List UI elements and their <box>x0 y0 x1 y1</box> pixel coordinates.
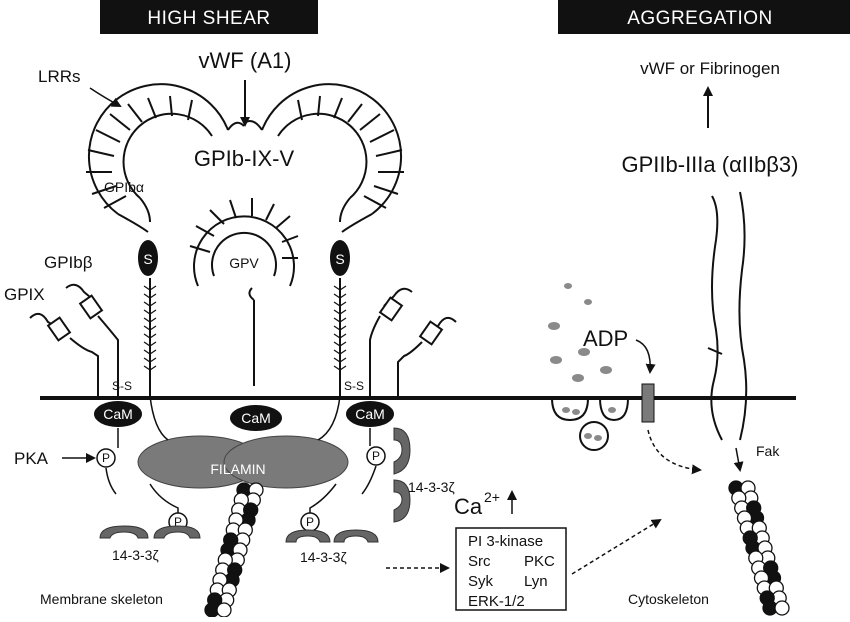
phospho-lower-right: P <box>300 512 320 532</box>
vwf-a1-label: vWF (A1) <box>199 48 292 73</box>
adp-label: ADP <box>583 326 628 351</box>
protein-1433-mid-label: 14-3-3ζ <box>300 549 347 565</box>
svg-text:Src: Src <box>468 553 491 570</box>
svg-text:ERK-1/2: ERK-1/2 <box>468 593 525 610</box>
svg-text:HIGH SHEAR: HIGH SHEAR <box>147 8 270 29</box>
phospho-right: P <box>366 446 386 466</box>
header-high-shear: HIGH SHEAR <box>100 0 318 34</box>
lrrs-arrow <box>89 87 122 107</box>
svg-text:P: P <box>102 451 110 465</box>
fak-label: Fak <box>756 443 780 459</box>
svg-text:CaM: CaM <box>241 410 271 426</box>
gpib-beta-label: GPIbβ <box>44 253 93 272</box>
gpv-label: GPV <box>229 255 259 271</box>
protein-1433-mid <box>285 529 379 543</box>
integrin-gpiib-iiia <box>707 191 748 441</box>
protein-1433-right <box>393 427 411 523</box>
lrrs-label: LRRs <box>38 67 81 86</box>
svg-text:P: P <box>372 449 380 463</box>
receptor-signal-arrow <box>647 429 702 475</box>
actin-chain-cytoskeleton <box>728 480 790 616</box>
signaling-box: PI 3-kinase Src PKC Syk Lyn ERK-1/2 <box>455 527 567 611</box>
phospho-left: P <box>96 448 116 468</box>
svg-text:P: P <box>174 515 182 529</box>
membrane-skeleton-label: Membrane skeleton <box>40 591 163 607</box>
svg-text:Lyn: Lyn <box>524 573 548 590</box>
gpib-ix-v-label: GPIb-IX-V <box>194 146 295 171</box>
svg-text:PKC: PKC <box>524 553 555 570</box>
svg-text:CaM: CaM <box>103 406 133 422</box>
vesicle-contents <box>562 407 616 441</box>
pka-label: PKA <box>14 449 49 468</box>
calcium-label: Ca 2+ <box>454 489 517 519</box>
filamin: FILAMIN <box>137 435 349 489</box>
gpib-beta-gpix-left <box>29 283 119 396</box>
gpix-label: GPIX <box>4 285 45 304</box>
cytoskeleton-label: Cytoskeleton <box>628 591 709 607</box>
svg-text:PI 3-kinase: PI 3-kinase <box>468 533 543 550</box>
cam-left: CaM <box>94 401 142 427</box>
gpib-stalk-right: S <box>330 240 350 396</box>
gpiib-iiia-label: GPIIb-IIIa (αIIbβ3) <box>622 152 799 177</box>
gpib-stalk-left: S <box>138 240 158 396</box>
cam-right: CaM <box>346 401 394 427</box>
svg-text:AGGREGATION: AGGREGATION <box>627 8 773 29</box>
svg-text:Ca: Ca <box>454 494 483 519</box>
header-aggregation: AGGREGATION <box>558 0 850 34</box>
adp-receptor <box>641 383 655 423</box>
svg-text:CaM: CaM <box>355 406 385 422</box>
ss-left-label: S-S <box>112 379 132 393</box>
gpv-structure <box>189 198 299 386</box>
protein-1433-right-label: 14-3-3ζ <box>408 479 455 495</box>
actin-bead <box>216 602 232 618</box>
cam-mid: CaM <box>230 405 282 431</box>
svg-text:Syk: Syk <box>468 573 494 590</box>
arrow-box-to-cytoskeleton <box>571 518 662 575</box>
protein-1433-left <box>99 525 201 539</box>
gpib-alpha-right <box>245 83 404 233</box>
svg-text:P: P <box>306 515 314 529</box>
actin-bead <box>774 600 790 616</box>
gpib-beta-gpix-right <box>369 287 457 396</box>
gpib-alpha-left <box>86 83 245 233</box>
gpib-alpha-label: GPIbα <box>104 179 144 195</box>
protein-1433-left-label: 14-3-3ζ <box>112 547 159 563</box>
secretory-vesicles <box>551 397 629 451</box>
s-right-label: S <box>335 251 344 267</box>
ss-right-label: S-S <box>344 379 364 393</box>
adp-arrow <box>635 339 656 374</box>
adp-granules <box>548 283 612 382</box>
vwf-fibrinogen-label: vWF or Fibrinogen <box>640 59 780 78</box>
filamin-label: FILAMIN <box>210 461 265 477</box>
actin-chain-membrane <box>204 482 264 618</box>
fak-arrow <box>733 447 744 472</box>
svg-text:2+: 2+ <box>484 489 500 505</box>
s-left-label: S <box>143 251 152 267</box>
